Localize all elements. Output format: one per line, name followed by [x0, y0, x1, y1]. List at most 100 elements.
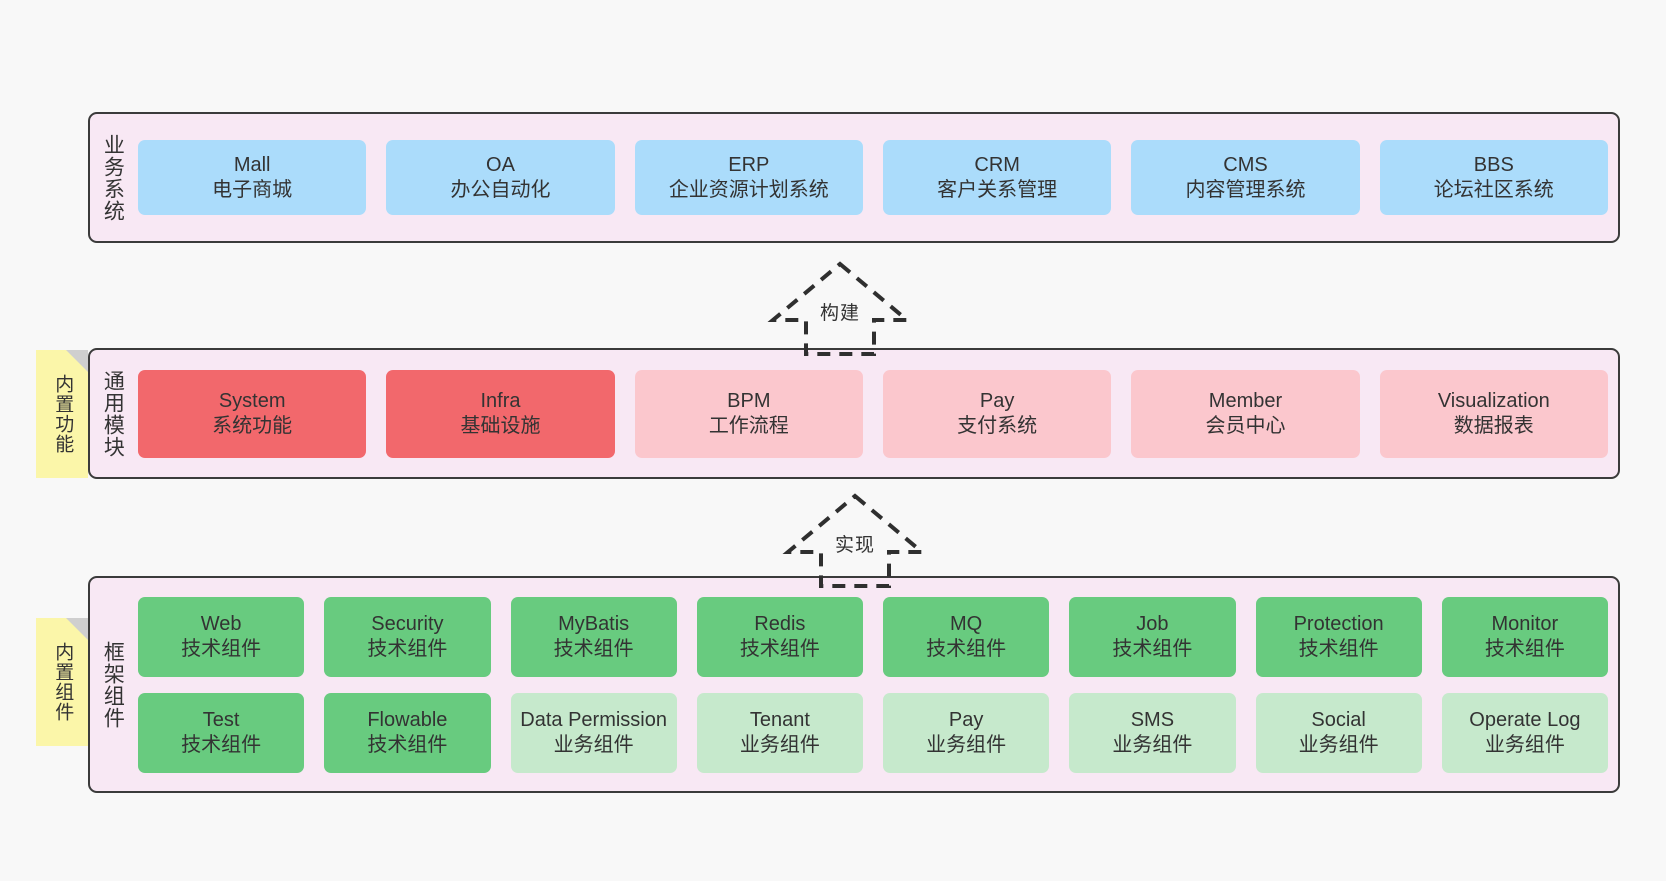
module-card-oa[interactable]: OA 办公自动化 [386, 140, 615, 215]
component-card-operate-log[interactable]: Operate Log 业务组件 [1441, 692, 1608, 773]
module-card-en: CRM [974, 154, 1020, 177]
layer-title-framework-component: 框架组件 [101, 640, 125, 729]
layer-framework-component: 框架组件 Web 技术组件 Security 技术组件 MyBatis 技术组件… [88, 576, 1620, 793]
component-card-cn: 技术组件 [739, 637, 820, 660]
arrow-implement: 实现 [770, 490, 940, 590]
arrow-build: 构建 [755, 258, 925, 358]
component-card-cn: 业务组件 [1484, 733, 1565, 756]
component-card-en: Tenant [749, 709, 810, 732]
module-card-cn: 电子商城 [212, 178, 293, 201]
sticky-note-builtin-component: 内置组件 [36, 618, 88, 746]
component-card-en: MQ [950, 613, 983, 636]
layer-row: System 系统功能 Infra 基础设施 BPM 工作流程 Pay 支付系统… [138, 369, 1608, 458]
component-card-cn: 业务组件 [739, 733, 820, 756]
component-card-mybatis[interactable]: MyBatis 技术组件 [510, 596, 677, 677]
module-card-en: CMS [1223, 154, 1268, 177]
layer-title-common-module: 通用模块 [101, 369, 125, 458]
component-card-test[interactable]: Test 技术组件 [138, 692, 305, 773]
layer-row: Mall 电子商城 OA 办公自动化 ERP 企业资源计划系统 CRM 客户关系… [138, 140, 1608, 215]
module-card-en: ERP [728, 154, 770, 177]
component-card-en: MyBatis [558, 613, 630, 636]
component-card-en: Flowable [367, 709, 448, 732]
layer-business-system: 业务系统 Mall 电子商城 OA 办公自动化 ERP 企业资源计划系统 CRM… [88, 112, 1620, 243]
component-card-en: Pay [948, 709, 984, 732]
module-card-cn: 数据报表 [1453, 414, 1534, 437]
sticky-note-label: 内置功能 [52, 374, 74, 454]
component-card-cn: 业务组件 [1298, 733, 1379, 756]
component-card-cn: 业务组件 [926, 733, 1007, 756]
module-card-pay[interactable]: Pay 支付系统 [882, 369, 1112, 458]
component-card-cn: 技术组件 [181, 733, 262, 756]
module-card-infra[interactable]: Infra 基础设施 [386, 369, 615, 458]
module-card-en: System [218, 390, 286, 413]
module-card-bpm[interactable]: BPM 工作流程 [634, 369, 863, 458]
module-card-cn: 内容管理系统 [1185, 178, 1306, 201]
component-card-cn: 业务组件 [1112, 733, 1193, 756]
layer-body-common-module: System 系统功能 Infra 基础设施 BPM 工作流程 Pay 支付系统… [134, 350, 1618, 477]
component-card-monitor[interactable]: Monitor 技术组件 [1441, 596, 1608, 677]
module-card-en: Mall [233, 154, 271, 177]
component-card-tenant[interactable]: Tenant 业务组件 [696, 692, 863, 773]
sticky-note-label: 内置组件 [52, 642, 74, 722]
component-card-cn: 技术组件 [1484, 637, 1565, 660]
module-card-cn: 办公自动化 [450, 178, 551, 201]
component-card-sms[interactable]: SMS 业务组件 [1069, 692, 1236, 773]
component-card-cn: 技术组件 [926, 637, 1007, 660]
arrow-up-dashed-icon [782, 493, 928, 588]
component-card-social[interactable]: Social 业务组件 [1255, 692, 1422, 773]
component-card-cn: 业务组件 [553, 733, 634, 756]
component-card-cn: 技术组件 [367, 733, 448, 756]
component-card-en: Test [202, 709, 240, 732]
module-card-system[interactable]: System 系统功能 [138, 369, 367, 458]
component-card-web[interactable]: Web 技术组件 [138, 596, 305, 677]
component-card-en: Security [371, 613, 444, 636]
module-card-cn: 工作流程 [708, 414, 789, 437]
module-card-cn: 企业资源计划系统 [668, 178, 829, 201]
component-card-en: Data Permission [520, 709, 667, 732]
component-card-cn: 技术组件 [1298, 637, 1379, 660]
sticky-note-builtin-function: 内置功能 [36, 350, 88, 478]
layer-title-business-system: 业务系统 [101, 133, 125, 222]
component-card-en: Web [200, 613, 242, 636]
layer-common-module: 通用模块 System 系统功能 Infra 基础设施 BPM 工作流程 Pay… [88, 348, 1620, 479]
module-card-bbs[interactable]: BBS 论坛社区系统 [1379, 140, 1608, 215]
module-card-cn: 系统功能 [212, 414, 293, 437]
component-card-en: Operate Log [1469, 709, 1581, 732]
component-card-data-permission[interactable]: Data Permission 业务组件 [510, 692, 677, 773]
module-card-en: Visualization [1437, 390, 1550, 413]
module-card-member[interactable]: Member 会员中心 [1131, 369, 1360, 458]
component-card-redis[interactable]: Redis 技术组件 [696, 596, 863, 677]
module-card-mall[interactable]: Mall 电子商城 [138, 140, 367, 215]
component-card-cn: 技术组件 [181, 637, 262, 660]
module-card-cn: 会员中心 [1205, 414, 1286, 437]
component-card-cn: 技术组件 [1112, 637, 1193, 660]
layer-body-business-system: Mall 电子商城 OA 办公自动化 ERP 企业资源计划系统 CRM 客户关系… [134, 114, 1618, 241]
component-card-flowable[interactable]: Flowable 技术组件 [324, 692, 491, 773]
component-card-pay[interactable]: Pay 业务组件 [883, 692, 1050, 773]
module-card-en: BBS [1473, 154, 1514, 177]
component-card-en: Redis [754, 613, 806, 636]
component-card-en: Job [1136, 613, 1169, 636]
component-card-cn: 技术组件 [553, 637, 634, 660]
module-card-cms[interactable]: CMS 内容管理系统 [1131, 140, 1360, 215]
module-card-en: OA [486, 154, 515, 177]
module-card-en: Infra [480, 390, 521, 413]
module-card-cn: 论坛社区系统 [1433, 178, 1554, 201]
layer-body-framework-component: Web 技术组件 Security 技术组件 MyBatis 技术组件 Redi… [134, 578, 1618, 791]
component-card-protection[interactable]: Protection 技术组件 [1255, 596, 1422, 677]
module-card-crm[interactable]: CRM 客户关系管理 [882, 140, 1112, 215]
module-card-erp[interactable]: ERP 企业资源计划系统 [634, 140, 863, 215]
layer-row: Web 技术组件 Security 技术组件 MyBatis 技术组件 Redi… [138, 596, 1608, 677]
component-card-en: Protection [1293, 613, 1384, 636]
component-card-en: Social [1311, 709, 1366, 732]
module-card-en: BPM [727, 390, 771, 413]
component-card-en: SMS [1130, 709, 1175, 732]
component-card-security[interactable]: Security 技术组件 [324, 596, 491, 677]
module-card-en: Pay [979, 390, 1015, 413]
component-card-mq[interactable]: MQ 技术组件 [883, 596, 1050, 677]
component-card-job[interactable]: Job 技术组件 [1069, 596, 1236, 677]
component-card-cn: 技术组件 [367, 637, 448, 660]
module-card-visualization[interactable]: Visualization 数据报表 [1379, 369, 1608, 458]
module-card-cn: 客户关系管理 [937, 178, 1058, 201]
